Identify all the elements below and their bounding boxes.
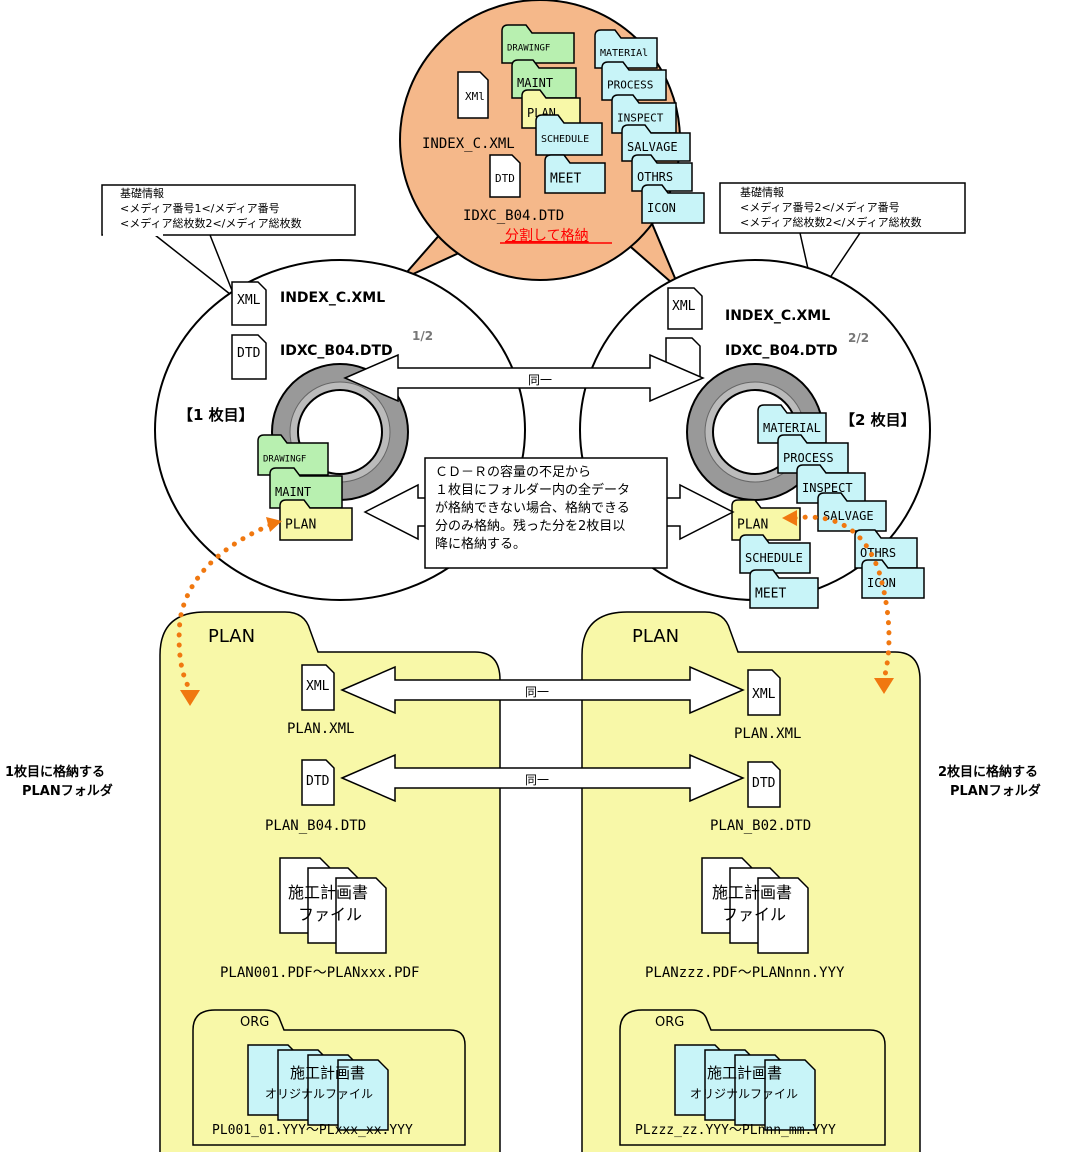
plan-left-dtd-name: PLAN_B04.DTD: [265, 818, 366, 834]
callout-right-line-3: <メディア総枚数2</メディア総枚数: [740, 215, 922, 229]
org-folder-right: ORG 施工計画書 オリジナルファイル PLzzz_zz.YYY～PLnnn_m…: [620, 1010, 885, 1145]
disc2-xml-icon: XML: [668, 288, 702, 329]
disc2-folder-schedule-label: SCHEDULE: [745, 551, 803, 565]
note-line-3: が格納できない場合、格納できる: [435, 500, 630, 516]
org-left-line2: オリジナルファイル: [265, 1087, 373, 1101]
bubble-index-xml-name: INDEX_C.XML: [422, 136, 515, 152]
bubble-folder-salvage-label: SALVAGE: [627, 140, 678, 154]
plan-right-dtd-name: PLAN_B02.DTD: [710, 818, 811, 834]
same-label-top: 同一: [528, 373, 552, 387]
callout-left-line-2: <メディア番号1</メディア番号: [120, 201, 280, 215]
org-right-tab: ORG: [655, 1015, 684, 1030]
disc2-folder-process-label: PROCESS: [783, 451, 834, 465]
plan-right-xml-name: PLAN.XML: [734, 726, 801, 742]
plan-right-tab: PLAN: [632, 626, 679, 647]
bubble-dtd-name: IDXC_B04.DTD: [463, 208, 564, 224]
note-line-4: 分のみ格納。残った分を2枚目以: [435, 518, 625, 534]
callout-left-line-1: 基礎情報: [120, 187, 164, 200]
disc2-dtd-file: IDXC_B04.DTD: [725, 343, 838, 359]
bubble-folder-maint-label: MAINT: [517, 76, 553, 90]
callout-right-line-1: 基礎情報: [740, 186, 784, 199]
bubble-folder-schedule-label: SCHEDULE: [541, 134, 589, 145]
plan-right-dtd-icon: DTD: [748, 762, 780, 807]
bubble-folder-material-label: MATERIAl: [600, 48, 648, 59]
disc1-xml-icon: XML: [232, 282, 266, 325]
same-arrow-top: 同一: [345, 355, 703, 401]
bubble-folder-othrs-label: OTHRS: [637, 170, 673, 184]
plan-left-doc-line2: ファイル: [298, 905, 362, 924]
bubble-folder-icon-label: ICON: [647, 201, 676, 215]
bubble-dtd-icon-label: DTD: [495, 172, 515, 185]
disc1-dtd-file: IDXC_B04.DTD: [280, 343, 393, 359]
org-folder-left: ORG 施工計画書 オリジナルファイル PL001_01.YYY～PLxxx_x…: [193, 1010, 465, 1145]
plan-left-range: PLAN001.PDF～PLANxxx.PDF: [220, 965, 419, 981]
same-label-dtd: 同一: [525, 773, 549, 787]
disc1-folder-maint-label: MAINT: [275, 485, 311, 499]
bubble-folder-process-label: PROCESS: [607, 79, 653, 92]
note-line-5: 降に格納する。: [435, 536, 526, 552]
callout-right-line-2: <メディア番号2</メディア番号: [740, 200, 900, 214]
bubble-folder-inspect-label: INSPECT: [617, 112, 664, 125]
disc2-folder-material-label: MATERIAL: [763, 421, 821, 435]
plan-left-dtd-icon: DTD: [302, 760, 334, 805]
side-left-line2: PLANフォルダ: [22, 783, 113, 799]
bubble-xml-file-icon: XMl: [458, 72, 488, 118]
disc1-folder-plan-label: PLAN: [285, 518, 316, 533]
callout-left-line-3: <メディア総枚数2</メディア総枚数: [120, 216, 302, 230]
disc1-dtd-icon: DTD: [232, 335, 266, 379]
disc2-folder-plan-label: PLAN: [737, 518, 768, 533]
plan-left-xml-name: PLAN.XML: [287, 721, 354, 737]
disc2-label: 【2 枚目】: [840, 411, 916, 429]
disc1-folder-drawingf-label: DRAWINGF: [263, 455, 306, 465]
disc2-fraction: 2/2: [848, 331, 869, 345]
org-left-tab: ORG: [240, 1015, 269, 1030]
disc2-index-file: INDEX_C.XML: [725, 308, 830, 324]
plan-right-xml-icon-label: XML: [752, 687, 776, 702]
disc1-fraction: 1/2: [412, 329, 433, 343]
note-line-2: １枚目にフォルダー内の全データ: [435, 482, 630, 498]
org-left-line1: 施工計画書: [290, 1064, 365, 1082]
org-right-line1: 施工計画書: [707, 1064, 782, 1082]
disc1-xml-icon-label: XML: [237, 293, 261, 308]
side-right-line1: 2枚目に格納する: [938, 764, 1038, 780]
split-label: 分割して格納: [505, 227, 589, 244]
plan-right-xml-icon: XML: [748, 670, 780, 715]
plan-left-doc-line1: 施工計画書: [288, 883, 368, 902]
disc1-dtd-icon-label: DTD: [237, 346, 261, 361]
disc2-xml-icon-label: XML: [672, 299, 696, 314]
plan-right-dtd-icon-label: DTD: [752, 776, 776, 791]
plan-left-xml-icon: XML: [302, 665, 334, 710]
org-right-line2: オリジナルファイル: [690, 1087, 798, 1101]
plan-left-tab: PLAN: [208, 626, 255, 647]
plan-right-range: PLANzzz.PDF～PLANnnn.YYY: [645, 965, 845, 981]
disc2-folder-salvage-label: SALVAGE: [823, 509, 874, 523]
plan-right-doc-line2: ファイル: [722, 905, 786, 924]
side-left-line1: 1枚目に格納する: [5, 764, 105, 780]
disc1-label: 【1 枚目】: [178, 406, 254, 424]
bubble-folder-drawingf-label: DRAWINGF: [507, 44, 550, 54]
org-left-range: PL001_01.YYY～PLxxx_xx.YYY: [212, 1123, 413, 1138]
org-right-range: PLzzz_zz.YYY～PLnnn_mm.YYY: [635, 1123, 836, 1138]
disc1-index-file: INDEX_C.XML: [280, 290, 385, 306]
plan-left-xml-icon-label: XML: [306, 679, 330, 694]
bubble-dtd-file-icon: DTD: [490, 155, 520, 197]
plan-left-dtd-icon-label: DTD: [306, 774, 330, 789]
same-label-xml: 同一: [525, 685, 549, 699]
plan-right-doc-line1: 施工計画書: [712, 883, 792, 902]
note-line-1: ＣＤ－Ｒの容量の不足から: [435, 464, 591, 480]
note-box: ＣＤ－Ｒの容量の不足から １枚目にフォルダー内の全データ が格納できない場合、格…: [425, 458, 667, 568]
bubble-folder-meet-label: MEET: [550, 172, 581, 187]
disc2-folder-meet-label: MEET: [755, 587, 786, 602]
bubble-xml-icon-label: XMl: [465, 90, 485, 103]
side-right-line2: PLANフォルダ: [950, 783, 1041, 799]
